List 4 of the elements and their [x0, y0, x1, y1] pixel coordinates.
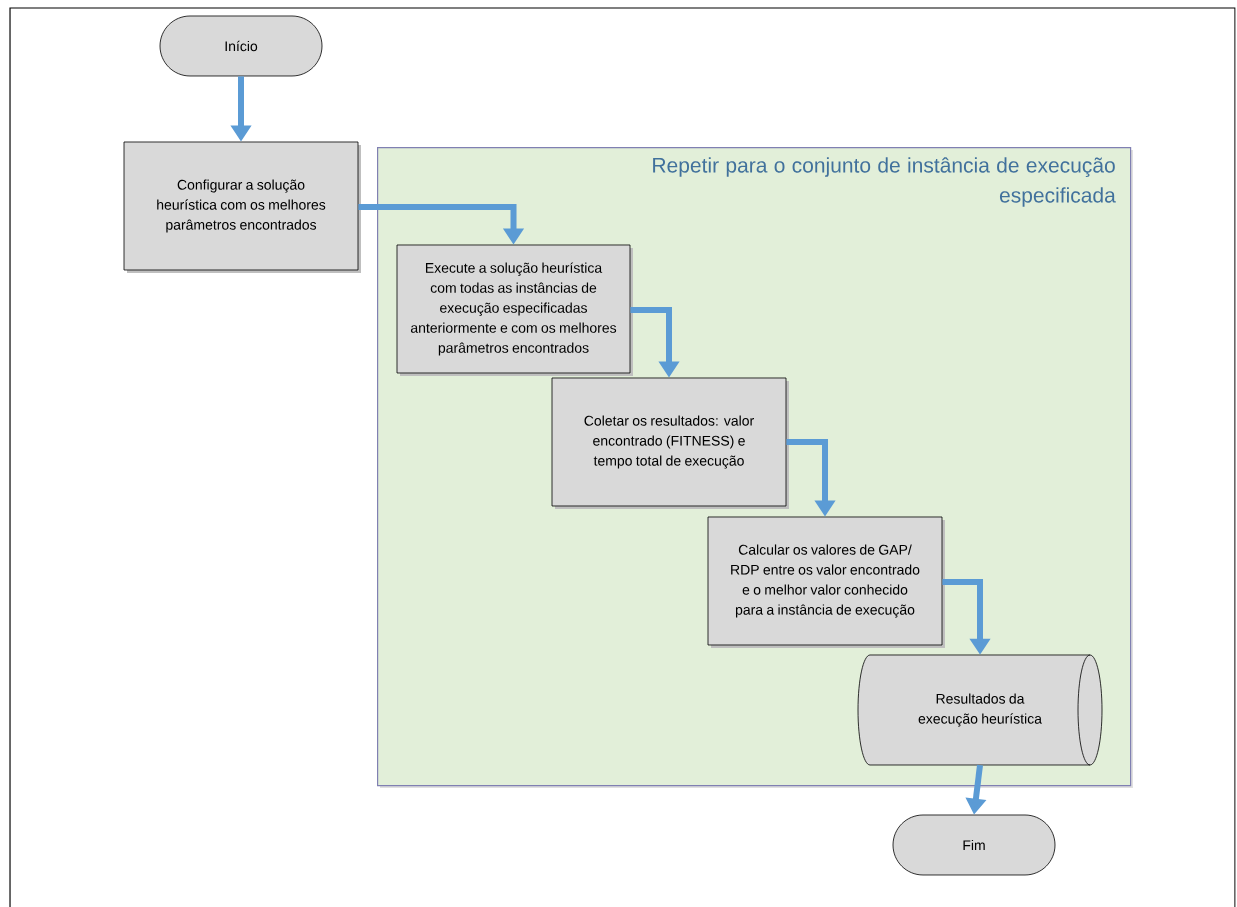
process-box: Configurar a solução heurística com os melhores parâmetros encontrados [123, 141, 361, 273]
process-box: Calcular os valores de GAP/ RDP entre os valor encontrado e o melhor valor conhecido para a instância de execução [707, 516, 945, 648]
process-box: Coletar os resultados: valor encontrado (FITNESS) e tempo total de execução [551, 377, 789, 509]
process-box: Execute a solução heurística com todas as instâncias de execução especificadas anteriormente e com os melhores parâmetros encontrados [396, 244, 633, 376]
